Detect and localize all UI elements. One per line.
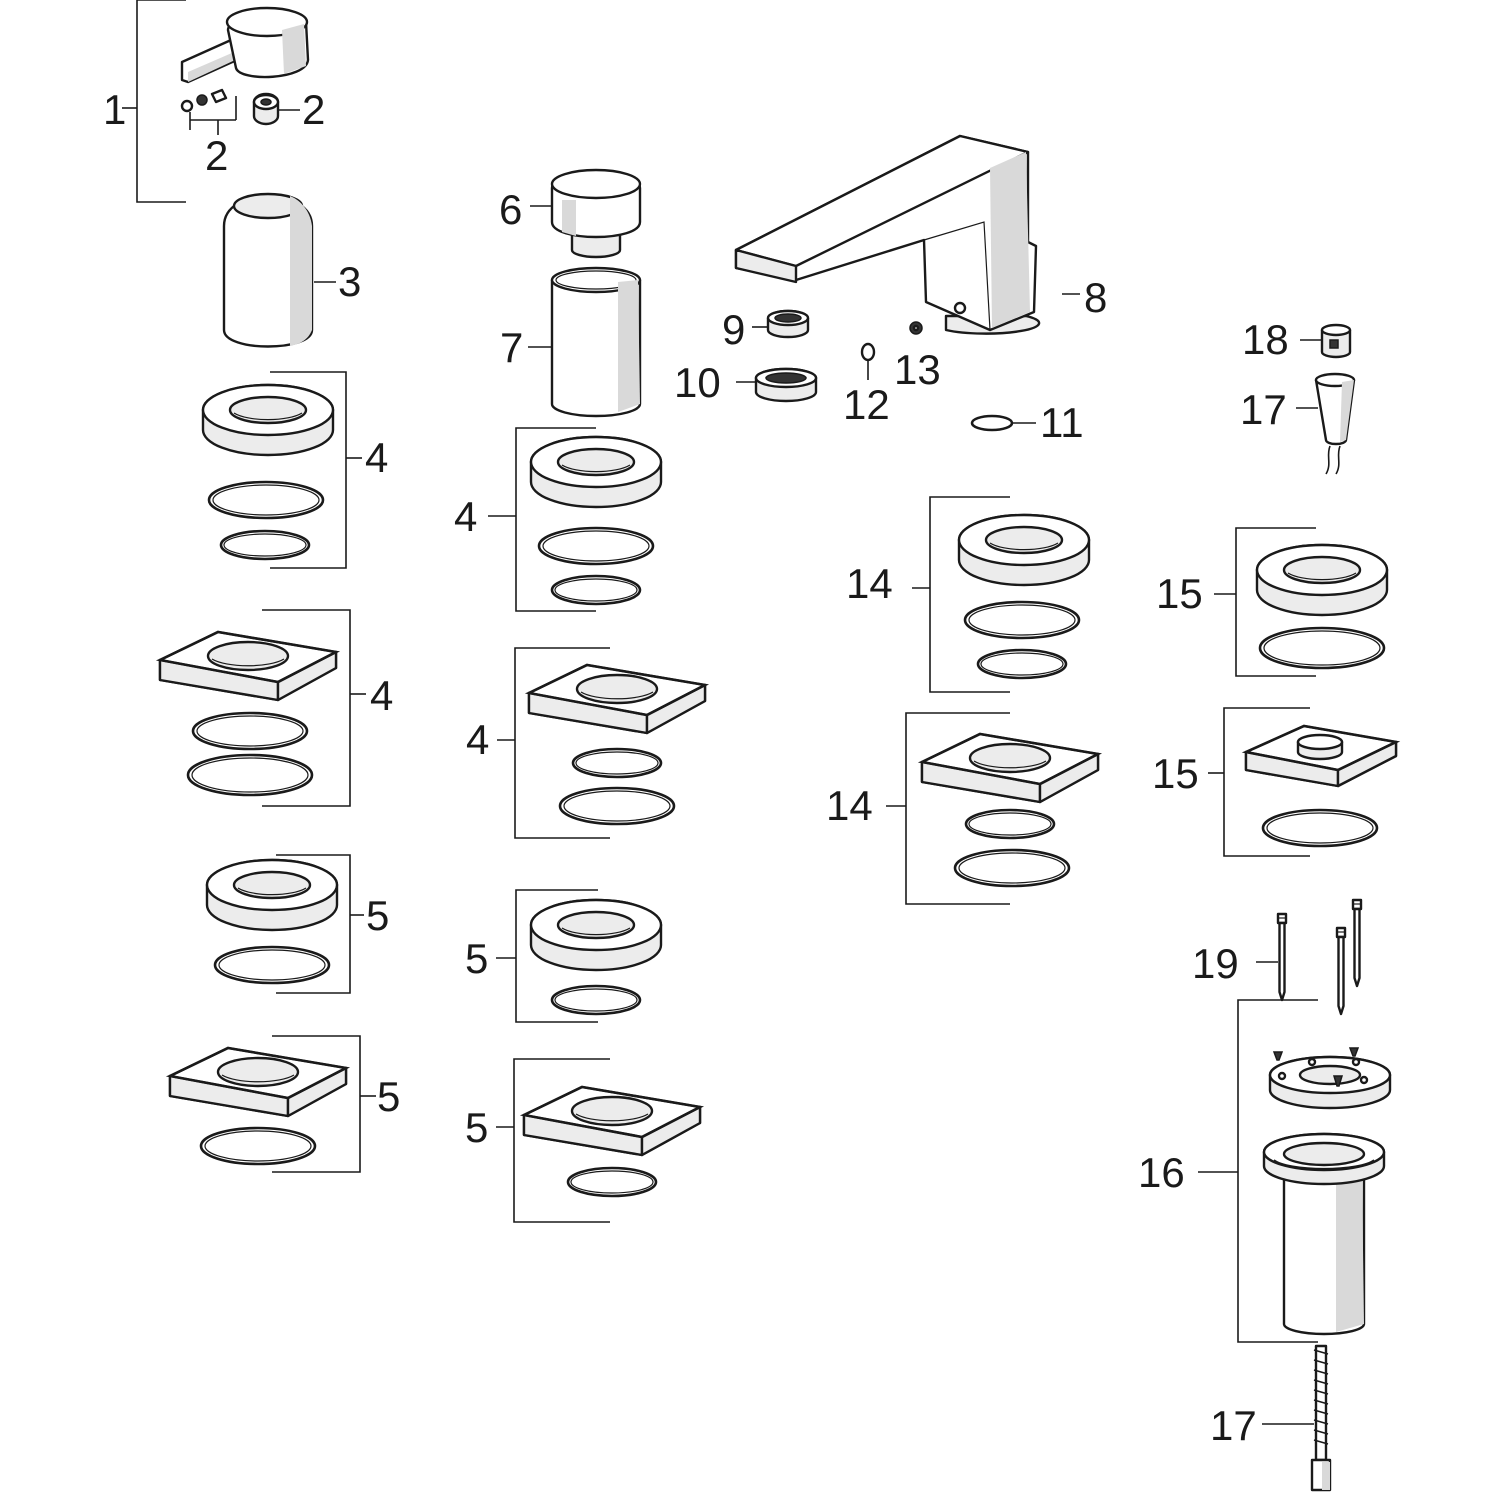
bracket-1 [136, 0, 186, 203]
small-o-ring [970, 414, 1036, 432]
callout-12: 12 [843, 381, 890, 428]
callout-4b: 4 [370, 672, 393, 719]
trim-set-square-b [496, 1058, 702, 1223]
callout-16: 16 [1138, 1149, 1185, 1196]
deck-washer-round [1214, 527, 1389, 677]
lever-handle [180, 6, 310, 84]
callout-14a: 14 [846, 560, 893, 607]
hose-connector [1296, 372, 1356, 475]
callout-5d: 5 [465, 1104, 488, 1151]
flange-set-square-b [497, 647, 707, 839]
grub-screw [909, 321, 923, 335]
callout-4d: 4 [466, 716, 489, 763]
set-screws [180, 88, 237, 135]
callout-10: 10 [674, 359, 721, 406]
mounting-kit [1198, 999, 1392, 1343]
callout-9: 9 [722, 306, 745, 353]
callout-labels: 1 2 2 3 4 4 4 4 5 5 5 5 6 7 8 9 10 11 12… [103, 86, 1289, 1449]
handle-body [222, 192, 336, 348]
trim-set-round-b [496, 889, 663, 1023]
check-valve [1300, 323, 1352, 359]
callout-8: 8 [1084, 274, 1107, 321]
callout-17b: 17 [1210, 1402, 1257, 1449]
callout-2b: 2 [205, 132, 228, 179]
flange-set-square-c [886, 712, 1100, 905]
flange-set-square-a [158, 609, 366, 807]
knob [530, 168, 642, 259]
callout-3: 3 [338, 258, 361, 305]
callout-13: 13 [894, 346, 941, 393]
callout-5c: 5 [465, 935, 488, 982]
flange-set-round-b [488, 427, 663, 612]
flange-set-round-a [201, 371, 362, 569]
sleeve [528, 266, 642, 418]
callout-14b: 14 [826, 782, 873, 829]
plug [860, 342, 876, 380]
callout-1: 1 [103, 86, 126, 133]
callout-4c: 4 [454, 493, 477, 540]
spout [734, 134, 1080, 335]
callout-19: 19 [1192, 940, 1239, 987]
callout-15a: 15 [1156, 570, 1203, 617]
trim-set-round-a [205, 854, 364, 994]
supply-hose [1262, 1344, 1332, 1492]
flange-set-round-c [912, 496, 1091, 693]
retaining-ring [252, 92, 300, 126]
callout-5b: 5 [377, 1073, 400, 1120]
callout-7: 7 [500, 324, 523, 371]
callout-15b: 15 [1152, 750, 1199, 797]
deck-washer-square [1208, 707, 1401, 857]
mounting-screws [1256, 898, 1363, 1016]
callout-5a: 5 [366, 892, 389, 939]
callout-11: 11 [1040, 399, 1084, 446]
callout-6: 6 [499, 186, 522, 233]
callout-17a: 17 [1240, 386, 1287, 433]
trim-set-square-a [168, 1035, 376, 1173]
callout-2a: 2 [302, 86, 325, 133]
aerator-housing [736, 367, 818, 403]
aerator-insert [752, 309, 810, 339]
callout-4a: 4 [365, 434, 388, 481]
callout-18: 18 [1242, 316, 1289, 363]
